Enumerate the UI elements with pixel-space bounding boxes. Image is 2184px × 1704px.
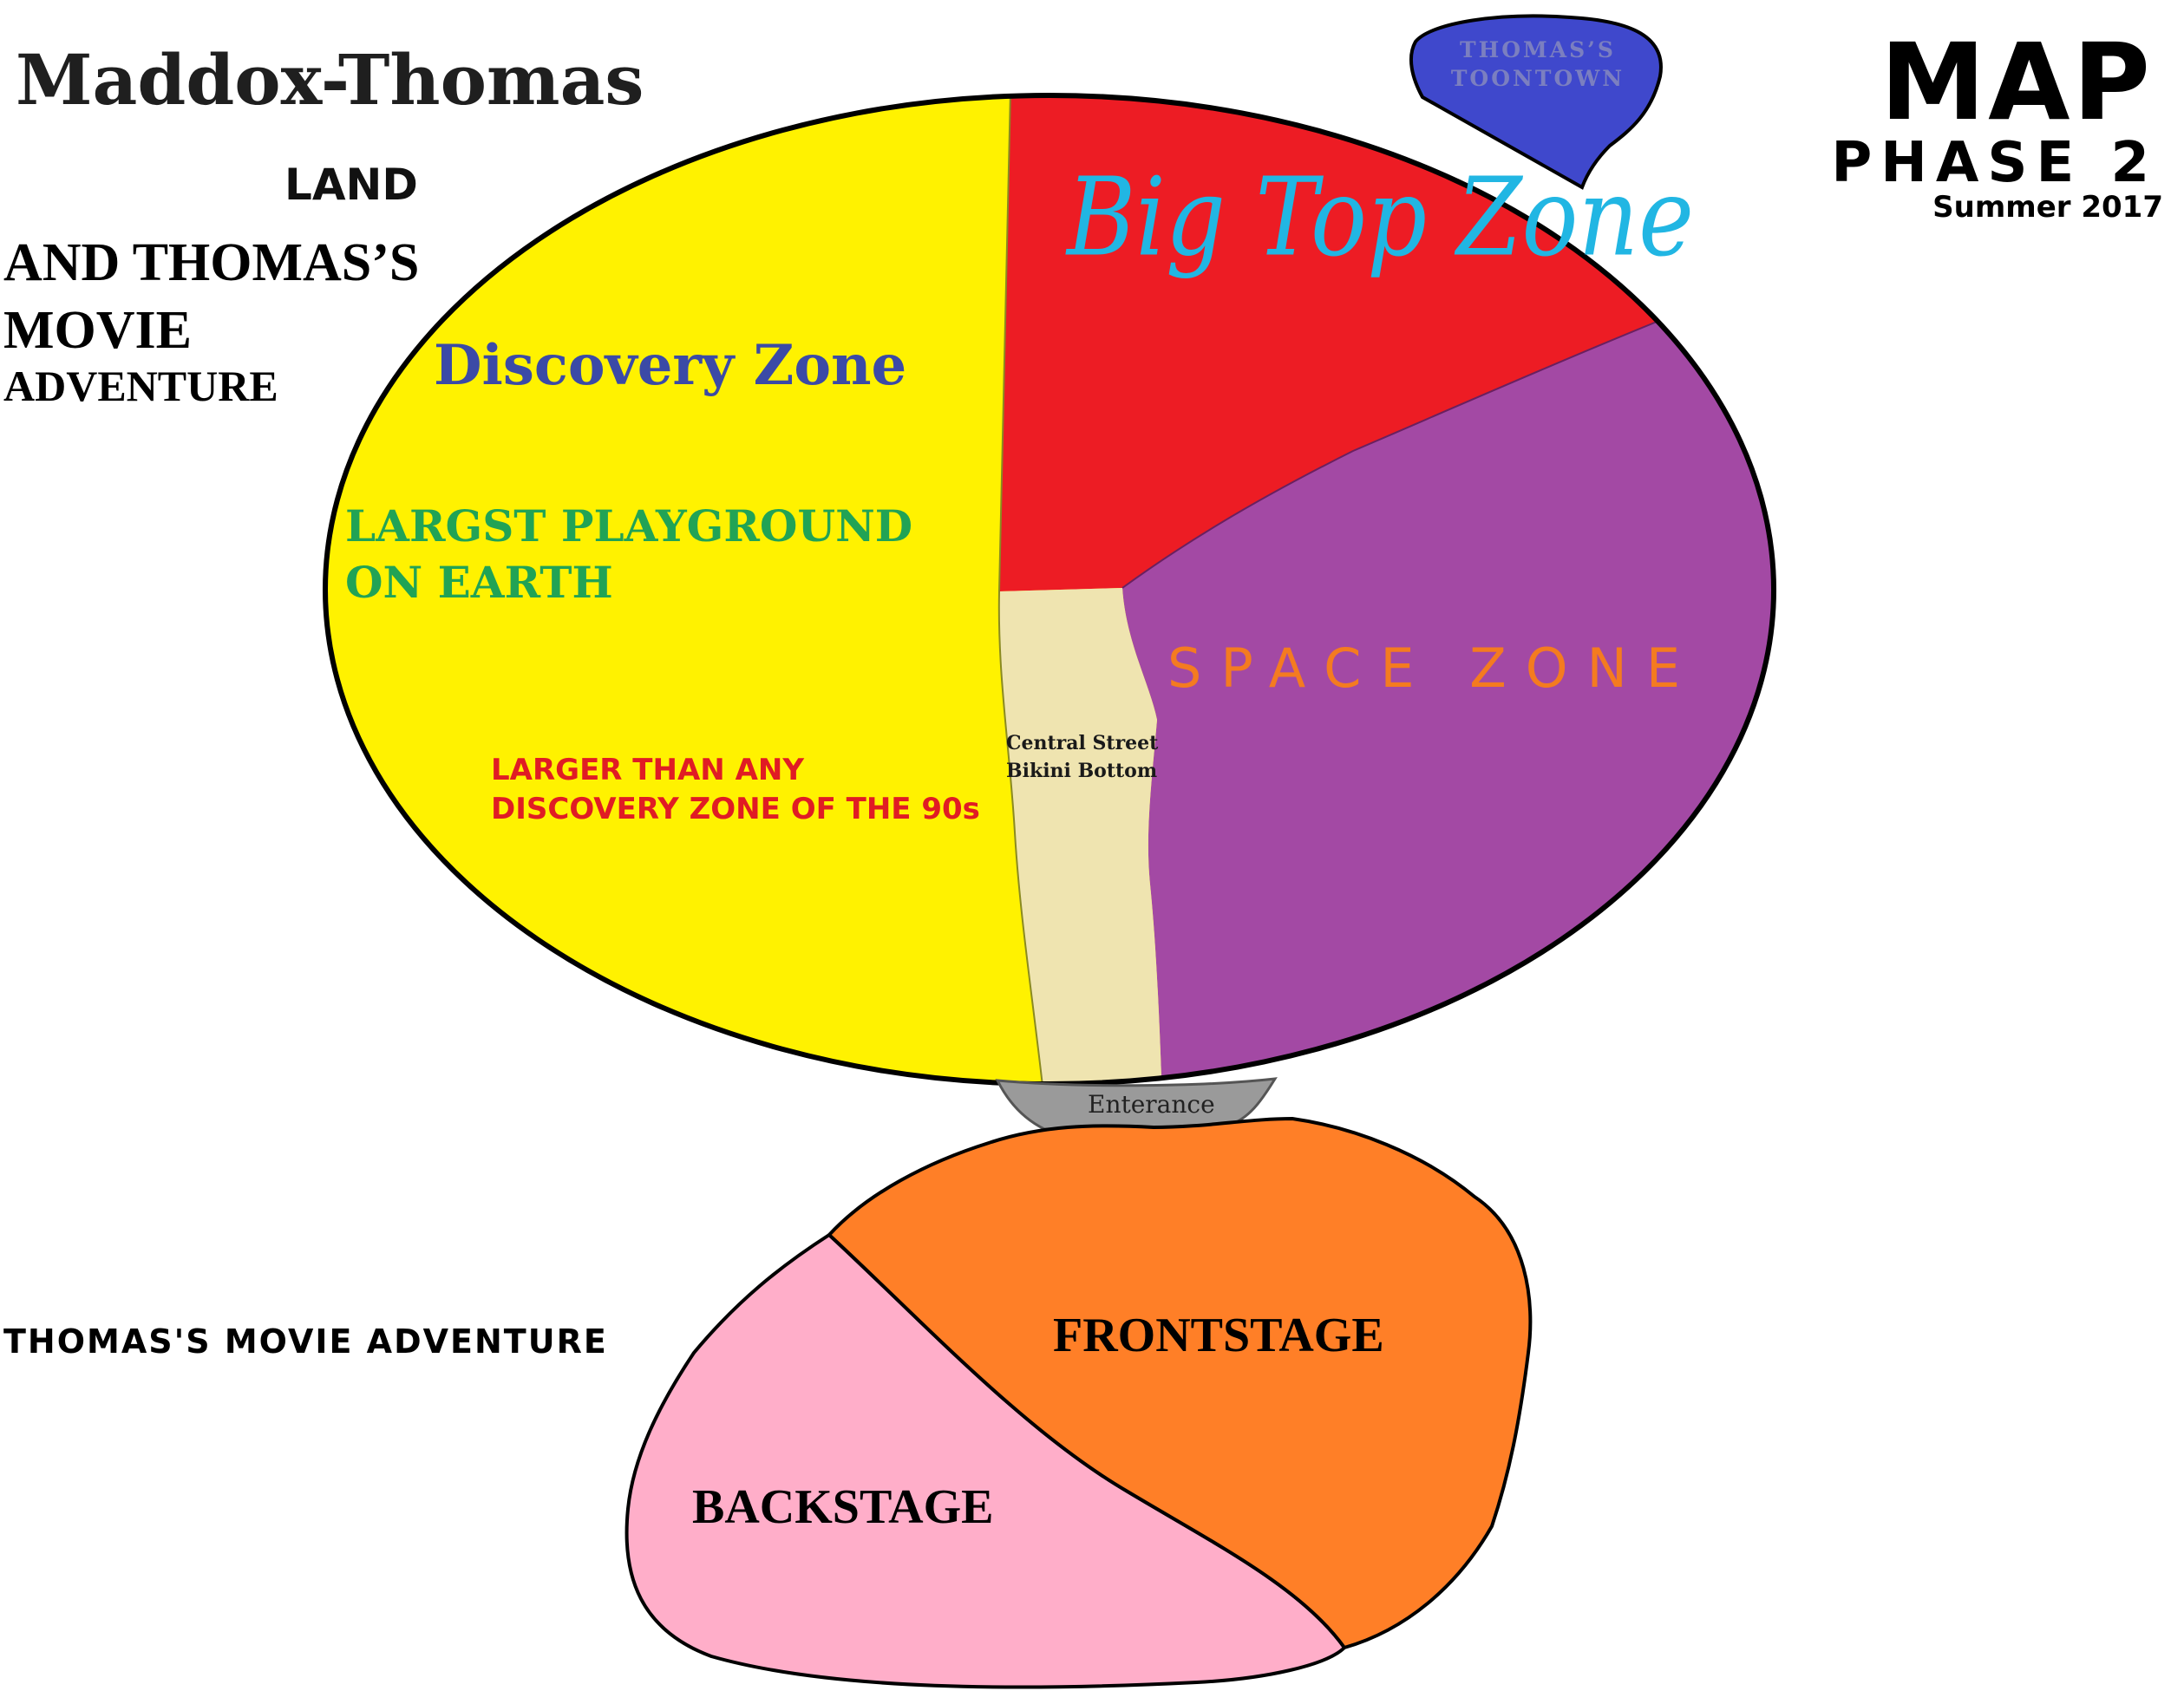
backstage-label: BACKSTAGE <box>692 1480 994 1534</box>
toontown-region[interactable] <box>1409 14 1663 190</box>
big-top-zone-label: Big Top Zone <box>1067 155 1695 281</box>
entrance-region[interactable] <box>995 1077 1278 1131</box>
larger-than-label: LARGER THAN ANY DISCOVERY ZONE OF THE 90… <box>491 753 980 826</box>
movie-adventure-label: THOMAS'S MOVIE ADVENTURE <box>3 1322 608 1361</box>
map-heading: MAP <box>1880 21 2153 144</box>
central-street-region[interactable] <box>998 588 1162 1101</box>
phase-heading: PHASE 2 <box>1831 131 2158 195</box>
frontstage-label: FRONTSTAGE <box>1053 1309 1384 1362</box>
park-title: Maddox-Thomas <box>16 39 644 121</box>
park-title-and-thomas: AND THOMAS’S <box>3 233 420 292</box>
space-zone-label: SPACE ZONE <box>1167 637 1700 700</box>
frontstage-region[interactable] <box>827 1116 1533 1650</box>
park-title-land: LAND <box>284 160 418 210</box>
toontown-label: THOMAS’S TOONTOWN <box>1450 37 1625 91</box>
playground-label: LARGST PLAYGROUND ON EARTH <box>345 500 913 608</box>
park-title-movie: MOVIE <box>3 301 192 360</box>
park-title-adventure: ADVENTURE <box>3 362 278 410</box>
discovery-zone-label: Discovery Zone <box>434 333 907 398</box>
season-heading: Summer 2017 <box>1932 190 2163 225</box>
entrance-label: Enterance <box>1088 1090 1215 1119</box>
central-street-label: Central Street Bikini Bottom <box>1006 732 1159 782</box>
